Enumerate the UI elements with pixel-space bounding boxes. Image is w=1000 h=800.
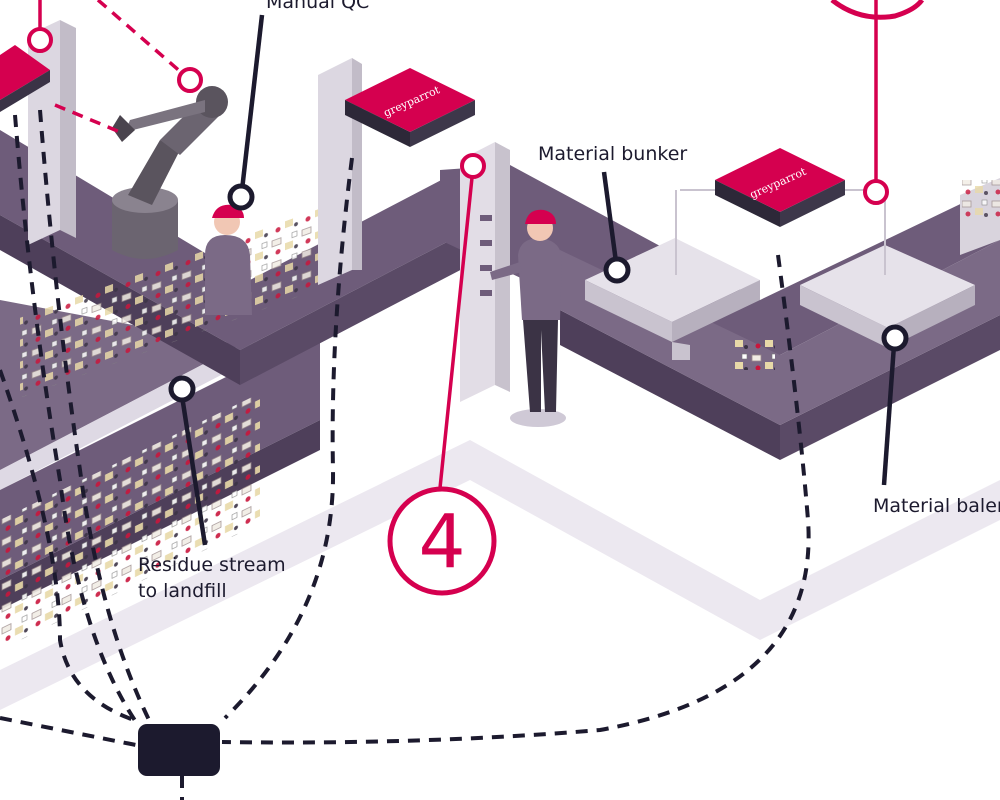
worker-manual-qc xyxy=(205,204,252,315)
label-material-baler: Material baler xyxy=(873,495,1000,517)
step-node-robot xyxy=(177,67,203,93)
label-residue-line-2: to landfill xyxy=(138,580,227,602)
callout-dot-bunker xyxy=(603,256,631,284)
step-marker-4 xyxy=(387,486,497,596)
step-node-bunker xyxy=(863,179,889,205)
robot-arm xyxy=(112,86,228,259)
gantry-middle xyxy=(318,58,510,402)
data-cables xyxy=(0,109,811,800)
step-node-top-left xyxy=(27,27,53,53)
label-residue-line-1: Residue stream xyxy=(138,554,286,576)
step-marker-partial-top xyxy=(830,0,925,20)
step-marker-4-number: 4 xyxy=(418,499,465,585)
callout-dot-manual-qc xyxy=(227,183,255,211)
callout-dot-residue xyxy=(168,375,196,403)
greyparrot-unit-right: greyparrot xyxy=(675,148,886,275)
step-leaders xyxy=(38,0,878,489)
material-bale xyxy=(960,178,1000,255)
step-node-gantry xyxy=(460,153,486,179)
callout-dot-baler xyxy=(881,324,909,352)
material-bunker-2 xyxy=(800,245,975,348)
material-bunker-1 xyxy=(585,238,760,360)
greyparrot-unit-middle: greyparrot xyxy=(345,68,475,147)
gantry-left xyxy=(28,20,76,245)
floor-shadow xyxy=(0,440,1000,710)
label-material-bunker: Material bunker xyxy=(538,143,688,165)
label-manual-qc: Manual QC xyxy=(266,0,370,13)
worker-sorter xyxy=(490,209,566,427)
callout-leaders xyxy=(179,14,897,546)
greyparrot-unit-left xyxy=(0,45,50,112)
data-hub xyxy=(138,724,220,776)
